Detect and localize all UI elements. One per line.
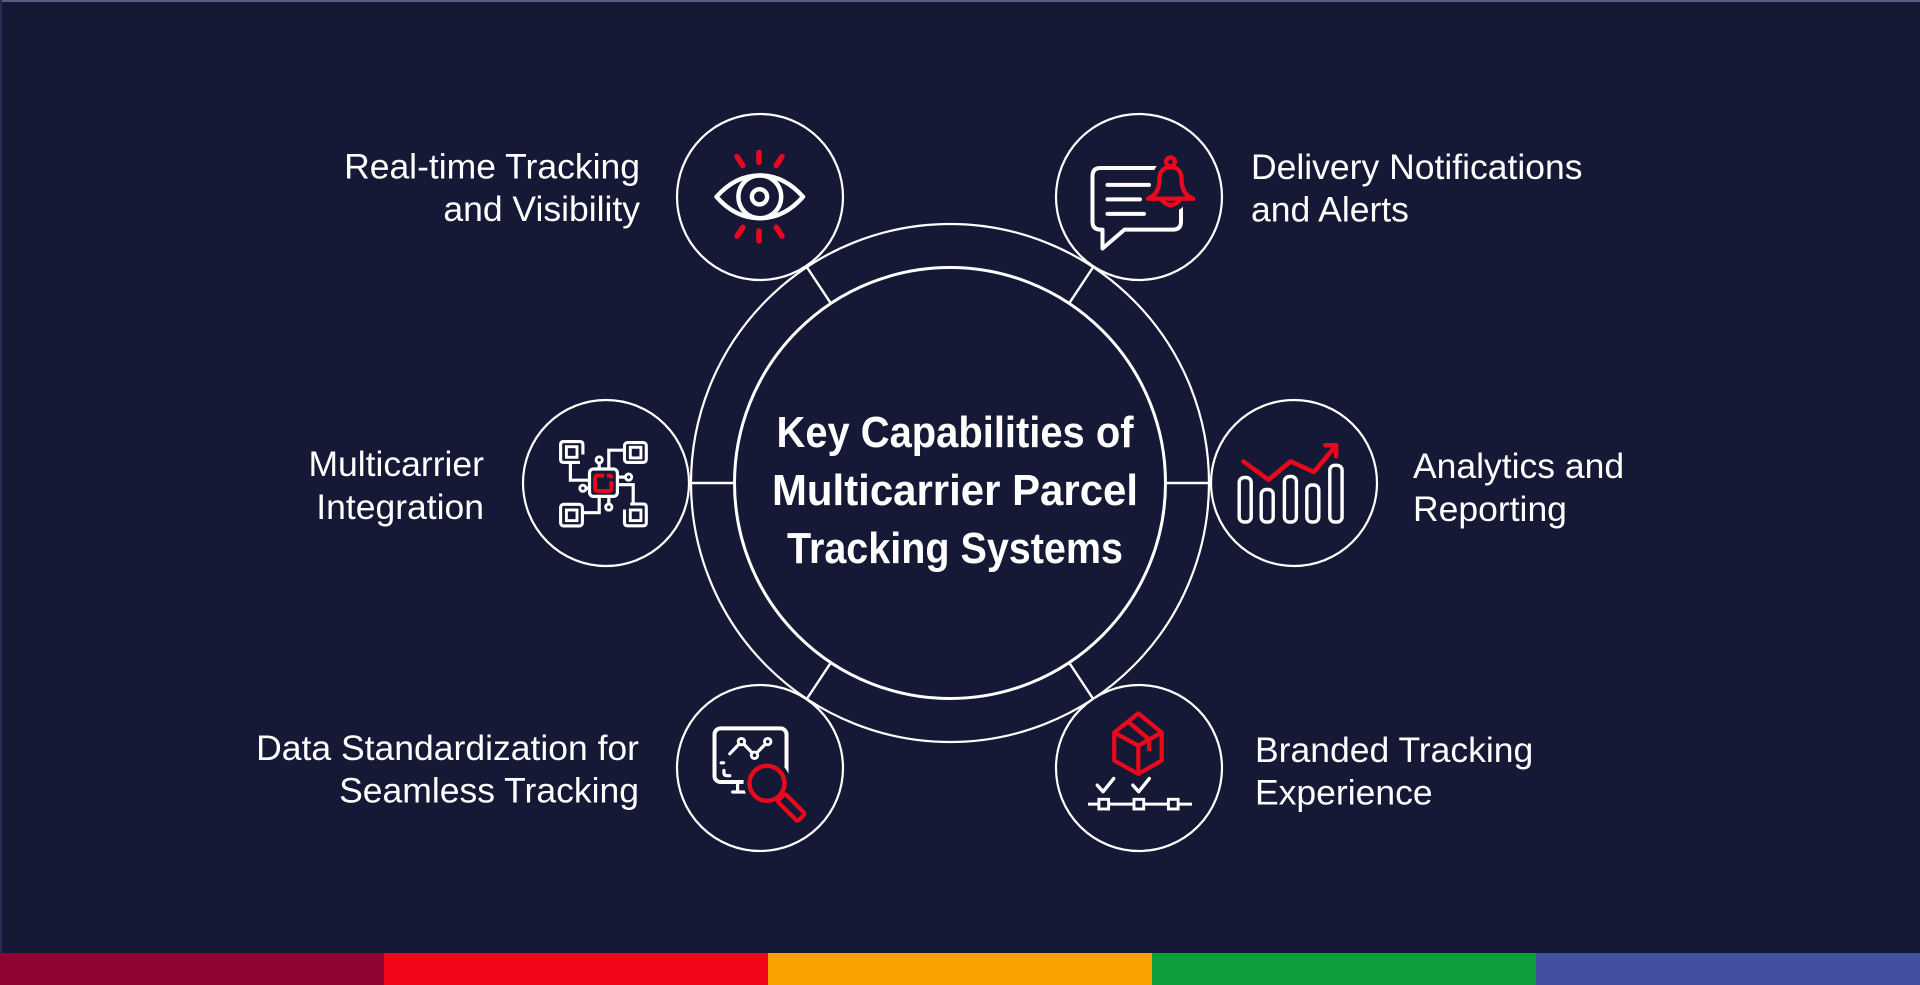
svg-text:and Alerts: and Alerts (1251, 190, 1409, 230)
svg-text:Multicarrier Parcel: Multicarrier Parcel (772, 466, 1138, 515)
svg-text:Data Standardization for: Data Standardization for (256, 728, 639, 768)
svg-text:Tracking Systems: Tracking Systems (787, 524, 1123, 573)
svg-text:Branded Tracking: Branded Tracking (1255, 730, 1533, 770)
svg-text:Experience: Experience (1255, 773, 1433, 813)
svg-text:Reporting: Reporting (1413, 489, 1567, 529)
svg-text:Real-time Tracking: Real-time Tracking (344, 147, 640, 187)
svg-text:Key Capabilities of: Key Capabilities of (777, 408, 1134, 457)
svg-text:Integration: Integration (316, 487, 484, 527)
svg-text:Seamless Tracking: Seamless Tracking (339, 771, 639, 811)
svg-text:Multicarrier: Multicarrier (308, 444, 484, 484)
svg-text:Analytics and: Analytics and (1413, 446, 1624, 486)
svg-text:Delivery Notifications: Delivery Notifications (1251, 147, 1582, 187)
svg-text:and Visibility: and Visibility (443, 189, 640, 229)
